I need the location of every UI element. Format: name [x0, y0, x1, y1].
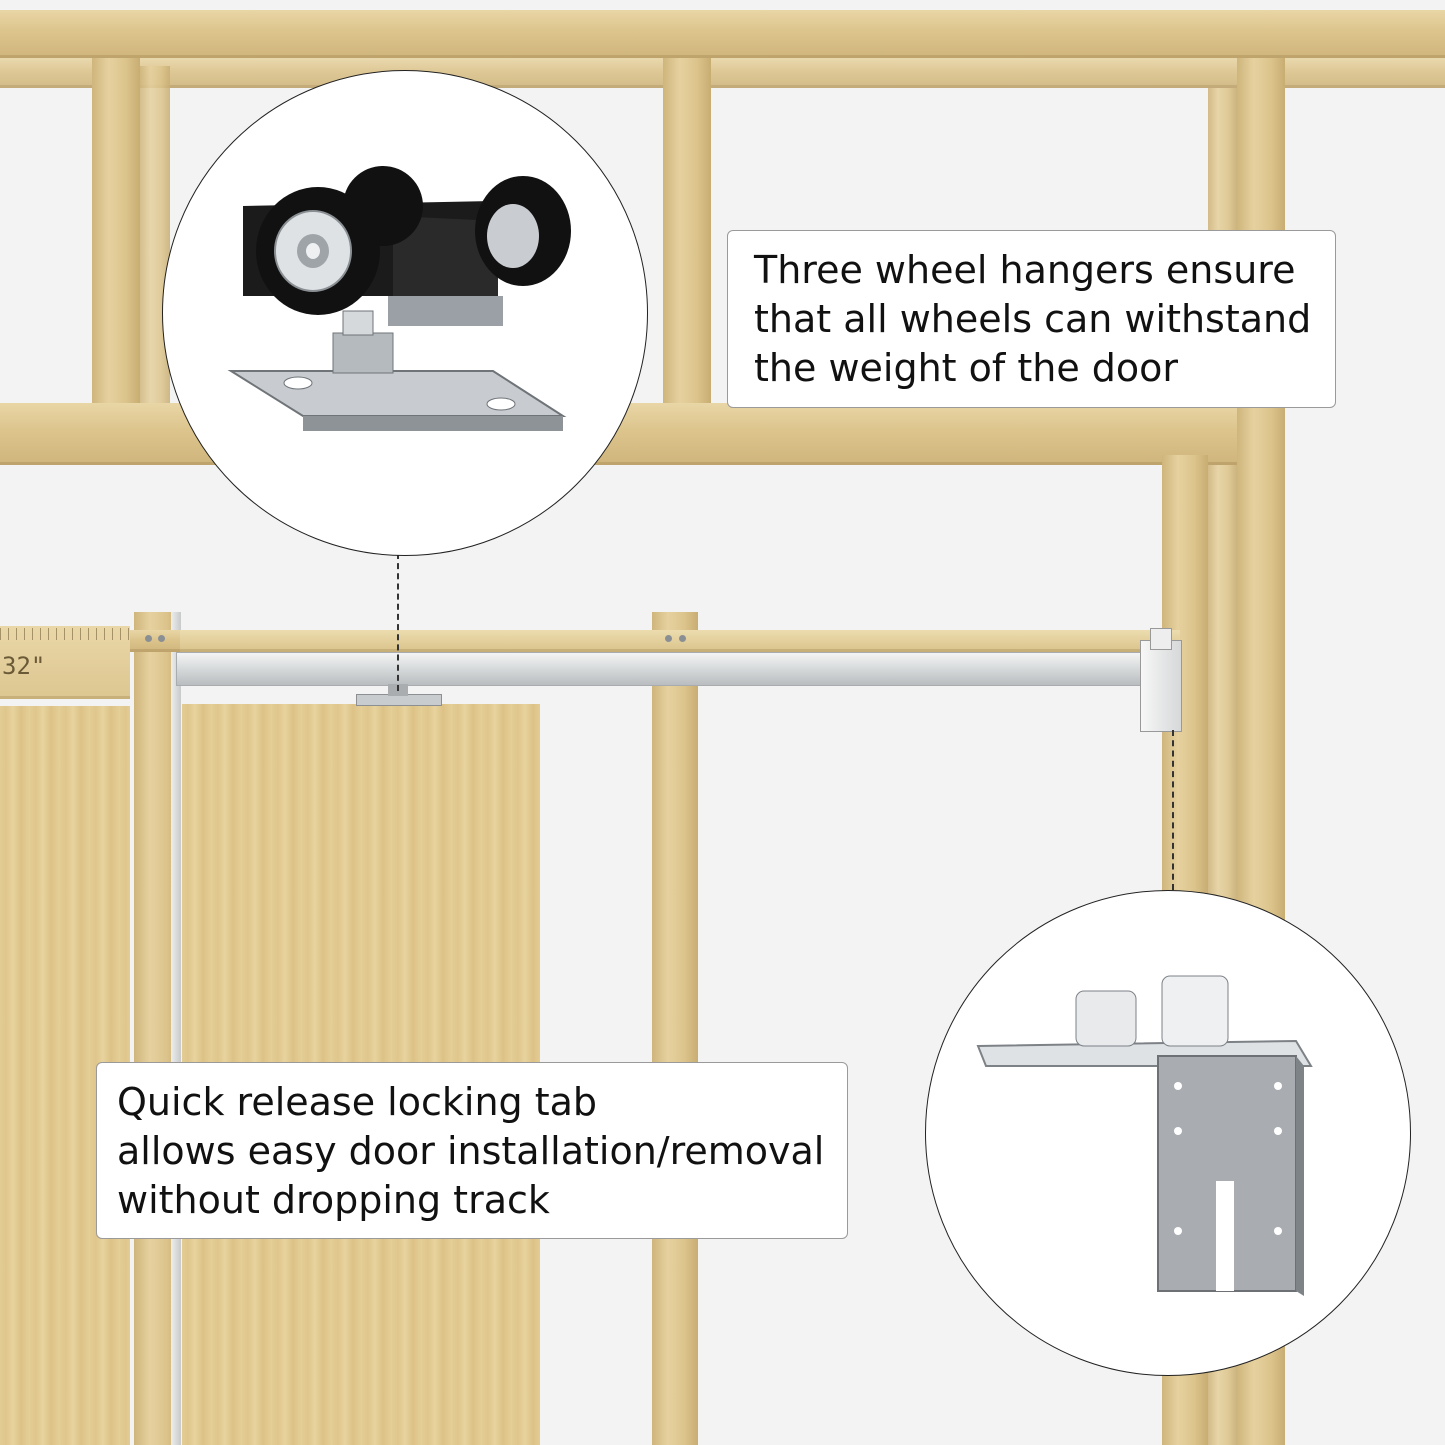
- screw: [665, 635, 672, 642]
- upper-stud-left: [92, 58, 140, 403]
- locking-tab-bracket-icon: [976, 975, 1313, 1296]
- leader-line-right: [1172, 730, 1174, 890]
- top-plate-beam: [0, 58, 1445, 88]
- track-end-bracket: [1140, 640, 1182, 732]
- callout-line: the weight of the door: [754, 346, 1179, 390]
- locking-tab-feature-callout: Quick release locking tab allows easy do…: [96, 1062, 848, 1239]
- top-header-beam: [0, 10, 1445, 58]
- callout-line: allows easy door installation/removal: [117, 1129, 825, 1173]
- hanger-feature-callout: Three wheel hangers ensure that all whee…: [727, 230, 1336, 408]
- callout-line: Quick release locking tab: [117, 1080, 598, 1124]
- steel-stud-edge-left: [171, 612, 181, 1445]
- track-header-board-left: [130, 630, 180, 652]
- track-end-bracket-tab: [1150, 628, 1172, 650]
- three-wheel-hanger-icon: [227, 166, 571, 431]
- callout-line: that all wheels can withstand: [754, 297, 1312, 341]
- callout-line: without dropping track: [117, 1178, 550, 1222]
- screw: [679, 635, 686, 642]
- screw: [158, 635, 165, 642]
- screw: [145, 635, 152, 642]
- hanger-detail-circle: [162, 70, 648, 556]
- split-stud-middle: [652, 612, 698, 1445]
- callout-line: Three wheel hangers ensure: [754, 248, 1296, 292]
- upper-stud-middle: [663, 58, 711, 403]
- leader-line-top: [397, 553, 399, 691]
- overhead-track: [176, 652, 1144, 686]
- tape-ticks: [0, 628, 130, 640]
- bracket-detail-circle: [925, 890, 1411, 1376]
- measurement-mark: 32": [2, 652, 46, 680]
